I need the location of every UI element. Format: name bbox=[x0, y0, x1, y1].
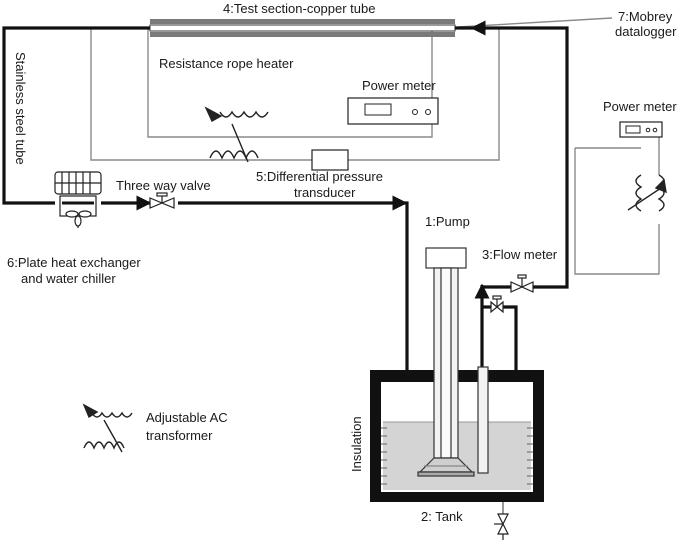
pump bbox=[417, 247, 489, 477]
power-meter-inner-device bbox=[347, 97, 439, 125]
power-meter-inner-label: Power meter bbox=[362, 78, 436, 93]
three-way-valve-icon bbox=[149, 192, 175, 209]
datalogger-label-line1: 7:Mobrey bbox=[618, 9, 673, 24]
differential-pressure-transducer-box bbox=[311, 149, 349, 171]
drain-valve-icon bbox=[494, 502, 509, 540]
test-section-label: 4:Test section-copper tube bbox=[223, 1, 376, 16]
plate-heat-exchanger bbox=[54, 171, 102, 217]
legend-transformer-icon bbox=[82, 403, 133, 453]
dp-transducer-label-line1: 5:Differential pressure bbox=[256, 169, 383, 184]
rope-heater-label: Resistance rope heater bbox=[159, 56, 294, 71]
power-meter-outer-device bbox=[619, 121, 663, 138]
pump-label: 1:Pump bbox=[425, 214, 470, 229]
power-meter-outer-label: Power meter bbox=[603, 99, 677, 114]
dp-transducer-label-line2: transducer bbox=[294, 185, 356, 200]
heat-exchanger-label-line1: 6:Plate heat exchanger bbox=[7, 255, 141, 270]
heat-exchanger-label-line2: and water chiller bbox=[21, 271, 116, 286]
insulation-label: Insulation bbox=[349, 416, 364, 472]
outer-transformer-icon bbox=[627, 174, 667, 212]
test-section-copper-tube bbox=[149, 19, 456, 37]
flow-meter-label: 3:Flow meter bbox=[482, 247, 558, 262]
flow-arrows bbox=[130, 20, 500, 300]
bypass-valve-icon bbox=[490, 295, 504, 314]
datalogger-label-line2: datalogger bbox=[615, 24, 677, 39]
stainless-tube-label: Stainless steel tube bbox=[13, 52, 28, 165]
rope-heater-transformer-icon bbox=[204, 106, 269, 163]
three-way-valve-label: Three way valve bbox=[116, 178, 211, 193]
tank-label: 2: Tank bbox=[421, 509, 463, 524]
ac-transformer-label-line2: transformer bbox=[146, 428, 213, 443]
chiller-fan-icon bbox=[65, 210, 92, 228]
ac-transformer-label-line1: Adjustable AC bbox=[146, 410, 228, 425]
flow-meter-valve-icon bbox=[510, 274, 534, 293]
